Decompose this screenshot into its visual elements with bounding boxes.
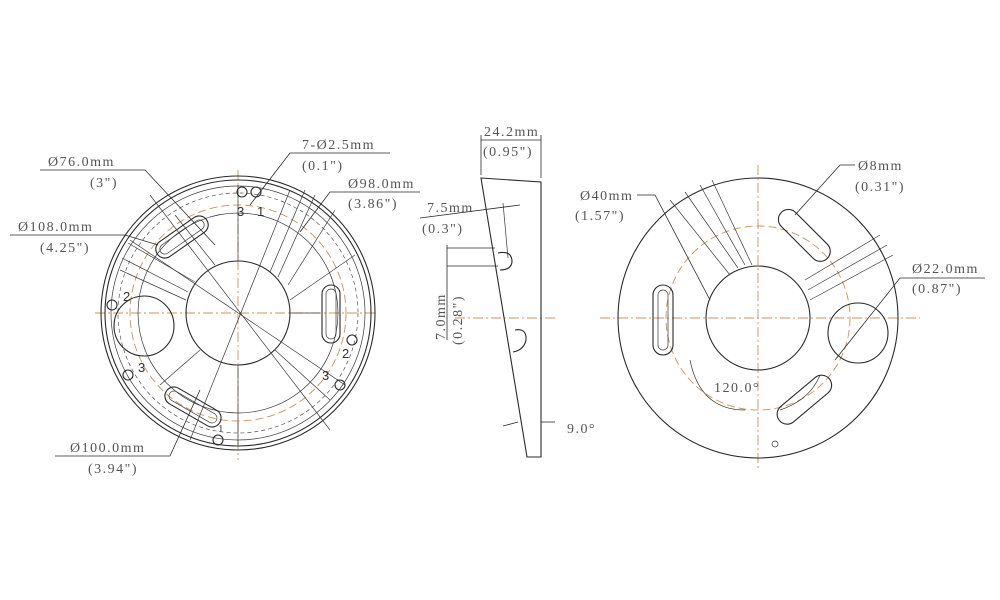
dim-label-76mm: Ø76.0mm — [48, 155, 115, 170]
hole-number: 2 — [123, 289, 130, 304]
back-view: Ø40mm (1.57") Ø8mm (0.31") Ø22.0mm (0.87… — [575, 159, 985, 470]
dim-label-holes: 7-Ø2.5mm — [302, 138, 375, 153]
dim-label-76mm-inch: (3") — [90, 176, 118, 191]
dim-label-holes-inch: (0.1") — [302, 159, 344, 174]
dim-label-7-5mm: 7.5mm — [427, 201, 474, 216]
front-view: 3 1 2 3 2 3 1 Ø76.0mm (3") Ø108.0mm (4.2… — [10, 138, 420, 477]
dim-label-40mm-inch: (1.57") — [575, 209, 625, 224]
hole-number: 1 — [218, 423, 224, 435]
dim-label-108mm: Ø108.0mm — [18, 220, 93, 235]
dim-label-8mm-inch: (0.31") — [855, 180, 905, 195]
dim-label-angle-9: 9.0° — [567, 422, 596, 437]
dim-label-98mm: Ø98.0mm — [348, 177, 415, 192]
dim-label-40mm: Ø40mm — [580, 189, 633, 204]
dim-label-100mm-inch: (3.94") — [88, 462, 138, 477]
dim-label-24mm: 24.2mm — [484, 125, 539, 140]
dim-label-22mm-inch: (0.87") — [912, 282, 962, 297]
dim-label-7mm: 7.0mm — [434, 293, 449, 340]
dim-label-98mm-inch: (3.86") — [348, 197, 398, 212]
hole-number: 3 — [138, 360, 145, 375]
dim-label-24mm-inch: (0.95") — [483, 145, 533, 160]
hole-number: 2 — [342, 346, 349, 361]
dim-label-7mm-inch: (0.28") — [451, 295, 466, 345]
side-view: 24.2mm (0.95") 7.5mm (0.3") 7.0mm (0.28"… — [419, 125, 596, 458]
dim-label-angle-120: 120.0° — [714, 381, 760, 396]
hole-number: 3 — [237, 204, 244, 219]
dim-label-100mm: Ø100.0mm — [70, 441, 145, 456]
dim-label-8mm: Ø8mm — [858, 159, 903, 174]
hole-number: 1 — [257, 204, 264, 219]
hole-number: 3 — [322, 368, 329, 383]
dim-label-22mm: Ø22.0mm — [912, 262, 979, 277]
dim-label-108mm-inch: (4.25") — [40, 241, 90, 256]
dim-label-7-5mm-inch: (0.3") — [422, 222, 464, 237]
